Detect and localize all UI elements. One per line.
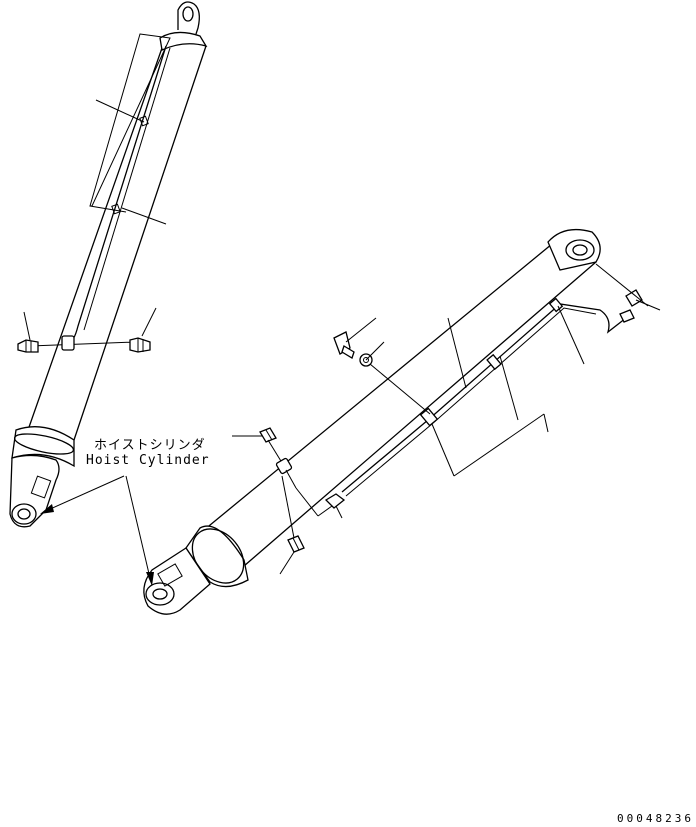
nipple-fitting-right-3 [287, 535, 305, 553]
elbow-fitting-left [61, 335, 75, 351]
callout-label-english: Hoist Cylinder [86, 453, 210, 468]
nipple-fitting-right-2 [324, 493, 346, 509]
banjo-bolt [333, 331, 355, 359]
callout-label-japanese: ホイストシリンダ [94, 438, 206, 453]
callout-arrows [40, 475, 154, 586]
drawing-number: 00048236 [617, 812, 694, 825]
nipple-fitting-left-1 [17, 339, 39, 353]
hoist-cylinder-left [9, 1, 208, 528]
elbow-fitting-top-right [619, 289, 643, 323]
hoist-cylinder-right [143, 228, 661, 615]
nipple-fitting-right-1 [259, 427, 277, 443]
nipple-fitting-left-2 [129, 337, 151, 353]
